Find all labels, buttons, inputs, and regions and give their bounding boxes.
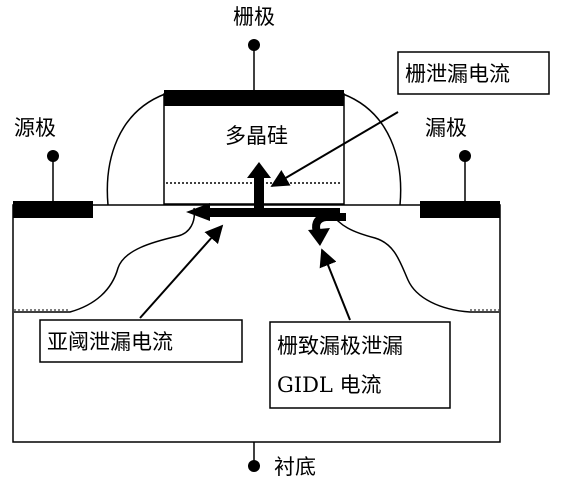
source-terminal-dot — [47, 150, 59, 162]
substrate-terminal-dot — [248, 460, 260, 472]
source-metal-contact — [13, 201, 93, 218]
callout-arrow-gate-leakage — [270, 111, 399, 187]
gate-label: 栅极 — [233, 5, 275, 29]
gate-leakage-shaft — [254, 175, 264, 208]
poly-label: 多晶硅 — [225, 124, 288, 148]
callout-arrow-gidl — [319, 248, 351, 321]
drain-terminal-dot — [459, 150, 471, 162]
callout-box-gate-leakage — [397, 51, 550, 95]
drain-label: 漏极 — [425, 116, 467, 140]
source-label: 源极 — [14, 116, 56, 140]
callout-subthreshold-text: 亚阈泄漏电流 — [47, 330, 173, 354]
callout-gidl-text-line2: GIDL 电流 — [277, 373, 382, 397]
drain-diffusion-boundary — [329, 211, 499, 313]
callout-box-subthreshold — [39, 319, 243, 363]
callout-box-gidl — [269, 321, 451, 409]
channel-current-bar — [205, 208, 340, 217]
source-diffusion-boundary — [14, 207, 196, 313]
gidl-curved-arrowhead — [308, 228, 330, 246]
channel-current-arrowhead — [186, 203, 210, 221]
gate-leakage-arrowhead — [247, 162, 271, 178]
gate-terminal-dot — [248, 39, 260, 51]
callout-gidl-text-line1: 栅致漏极泄漏 — [277, 334, 403, 358]
callout-arrow-subthreshold — [139, 224, 224, 319]
callout-gate-leakage-text: 栅泄漏电流 — [405, 62, 510, 86]
substrate-label: 衬底 — [274, 455, 316, 479]
gate-metal-contact — [164, 90, 344, 106]
drain-metal-contact — [420, 201, 500, 218]
